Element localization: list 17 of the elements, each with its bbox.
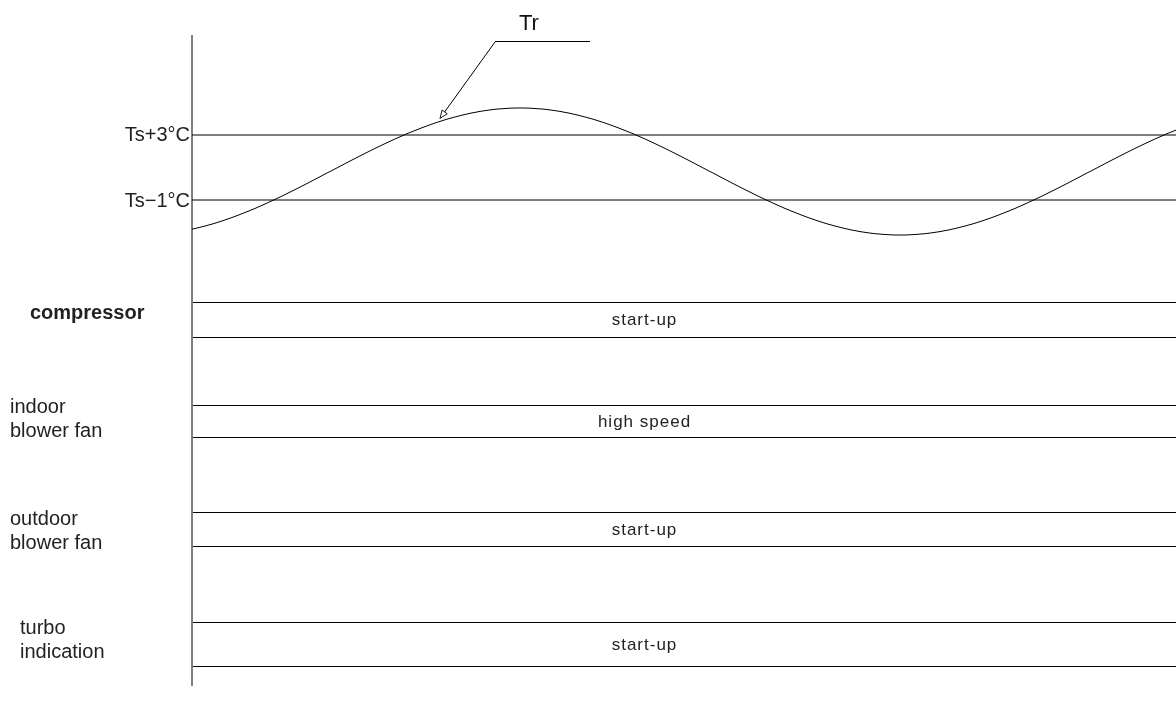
state-label: start-up — [611, 519, 679, 540]
curve-label: Tr — [495, 8, 590, 42]
timing-band — [193, 302, 1176, 338]
state-label: start-up — [611, 634, 679, 655]
state-label: start-up — [611, 310, 679, 330]
threshold-label: Ts+3°C — [123, 122, 190, 146]
timing-band — [193, 622, 1176, 667]
row-label: turbo indication — [20, 615, 106, 663]
temperature-curve — [191, 107, 1176, 236]
timing-band — [193, 405, 1176, 438]
row-label: outdoor blower fan — [10, 506, 104, 554]
leader-line — [439, 41, 496, 119]
timing-band — [193, 512, 1176, 547]
state-label: high speed — [597, 411, 693, 432]
row-label: compressor — [30, 300, 146, 324]
row-label: indoor blower fan — [10, 394, 104, 442]
threshold-label: Ts−1°C — [123, 188, 190, 212]
